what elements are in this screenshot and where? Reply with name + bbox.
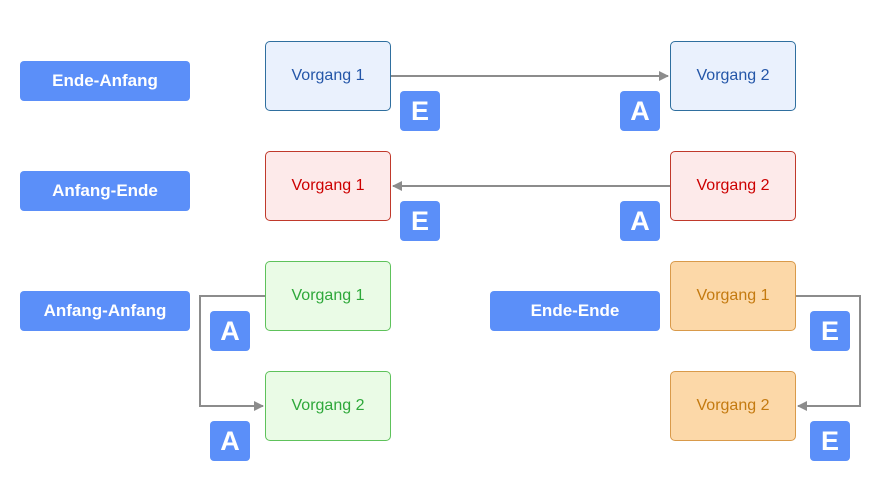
task-2-end-end: Vorgang 2 bbox=[670, 371, 796, 441]
task-2-end-start: Vorgang 2 bbox=[670, 41, 796, 111]
relation-label-end-start: Ende-Anfang bbox=[20, 61, 190, 101]
relation-label-end-end: Ende-Ende bbox=[490, 291, 660, 331]
connector-start-start bbox=[199, 295, 265, 411]
task-1-start-start: Vorgang 1 bbox=[265, 261, 391, 331]
badge-end-end-start: E bbox=[400, 91, 440, 131]
task-1-start-end: Vorgang 1 bbox=[265, 151, 391, 221]
badge-start-end-start: A bbox=[620, 91, 660, 131]
task-2-start-end: Vorgang 2 bbox=[670, 151, 796, 221]
badge-start-start-end: A bbox=[620, 201, 660, 241]
connector-end-end bbox=[796, 295, 861, 411]
relation-label-start-start: Anfang-Anfang bbox=[20, 291, 190, 331]
badge-start-1-start-start: A bbox=[210, 311, 250, 351]
task-1-end-end: Vorgang 1 bbox=[670, 261, 796, 331]
badge-end-start-end: E bbox=[400, 201, 440, 241]
relation-label-start-end: Anfang-Ende bbox=[20, 171, 190, 211]
badge-end-1-end-end: E bbox=[810, 311, 850, 351]
badge-end-2-end-end: E bbox=[810, 421, 850, 461]
badge-start-2-start-start: A bbox=[210, 421, 250, 461]
task-1-end-start: Vorgang 1 bbox=[265, 41, 391, 111]
task-2-start-start: Vorgang 2 bbox=[265, 371, 391, 441]
